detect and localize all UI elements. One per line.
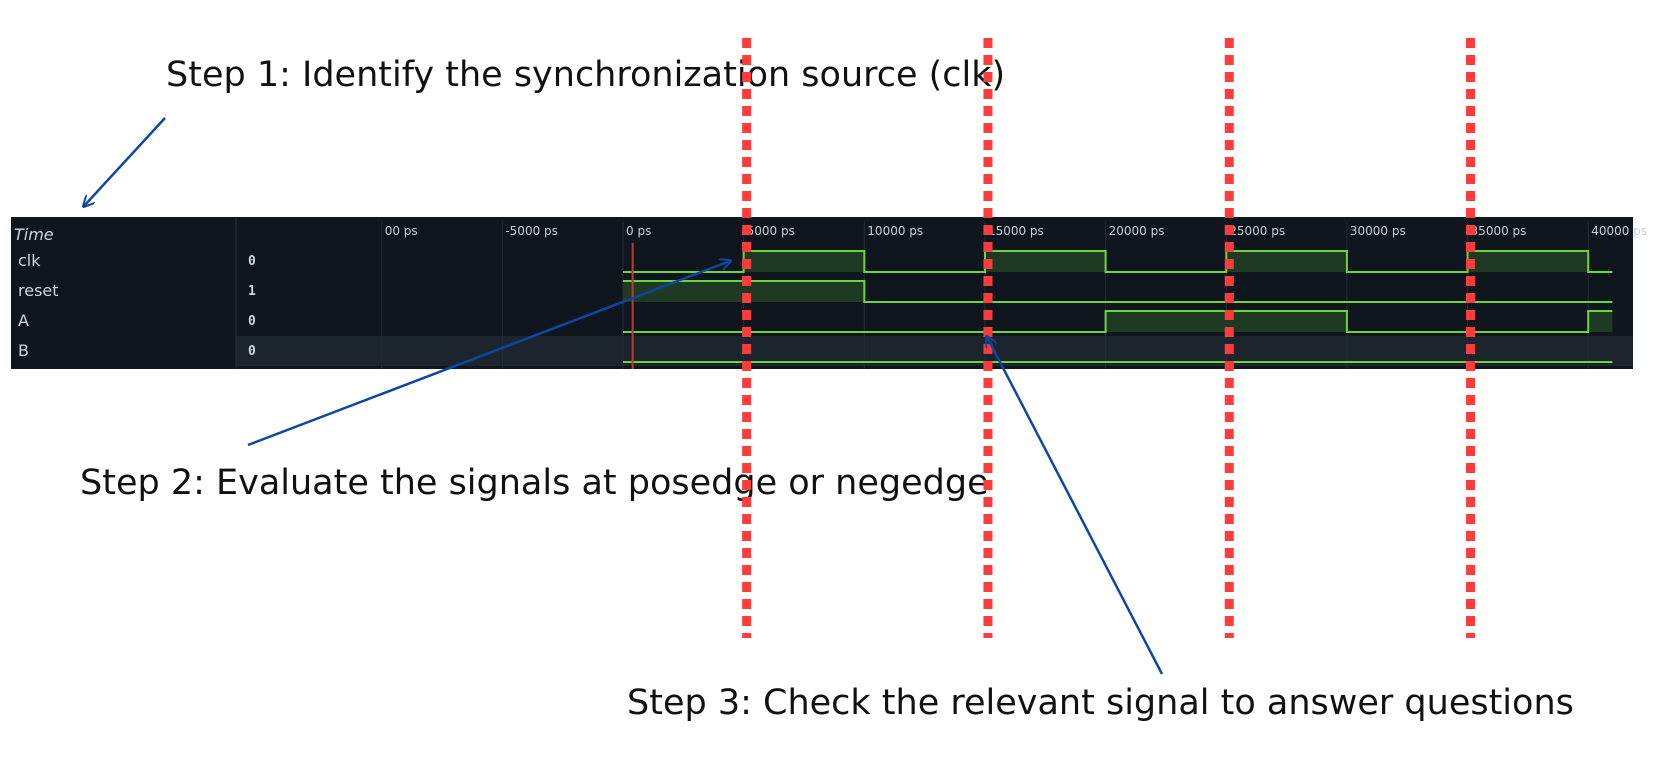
tick-label: 30000 ps	[1350, 224, 1406, 238]
tick-label: 20000 ps	[1109, 224, 1165, 238]
signal-values: 0 1 0 0	[248, 254, 256, 359]
high-level-fill	[1226, 251, 1347, 272]
tick-label: 15000 ps	[988, 224, 1044, 238]
tick-label: 10000 ps	[867, 224, 923, 238]
signal-name: A	[18, 311, 29, 330]
signal-name: B	[18, 341, 29, 360]
step-2-arrow	[247, 261, 730, 447]
signal-waveform	[623, 310, 1613, 333]
signal-value: 0	[248, 314, 256, 329]
signal-name: clk	[18, 251, 41, 270]
tick-label: -5000 ps	[505, 224, 558, 238]
step-3-caption: Step 3: Check the relevant signal to ans…	[627, 683, 1574, 723]
tick-label: 35000 ps	[1471, 224, 1527, 238]
high-level-fill	[984, 251, 1106, 272]
high-level-fill	[1467, 251, 1589, 272]
time-axis: 00 ps -5000 ps 0 ps 5000 ps 10000 ps 15000 ps…	[385, 224, 1647, 238]
signal-value: 0	[248, 254, 256, 269]
tick-label: 25000 ps	[1229, 224, 1285, 238]
step-1-caption: Step 1: Identify the synchronization sou…	[166, 55, 1006, 95]
high-level-fill	[623, 281, 865, 302]
signal-value: 0	[248, 344, 256, 359]
signal-value: 1	[248, 284, 256, 299]
signal-name: reset	[18, 281, 59, 300]
high-level-fill	[1588, 311, 1613, 332]
time-header: Time	[14, 225, 54, 244]
step-2-caption: Step 2: Evaluate the signals at posedge …	[80, 463, 989, 503]
tick-label: 0 ps	[626, 224, 651, 238]
tick-label: 5000 ps	[747, 224, 795, 238]
tick-label: 00 ps	[385, 224, 418, 238]
clock-edge-markers	[742, 38, 1476, 638]
high-level-fill	[1105, 311, 1347, 332]
step-1-arrow	[84, 117, 166, 206]
signal-waveform	[623, 250, 1613, 273]
step-3-arrow	[987, 337, 1164, 675]
high-level-fill	[743, 251, 865, 272]
tick-label: 40000 ps	[1591, 224, 1647, 238]
